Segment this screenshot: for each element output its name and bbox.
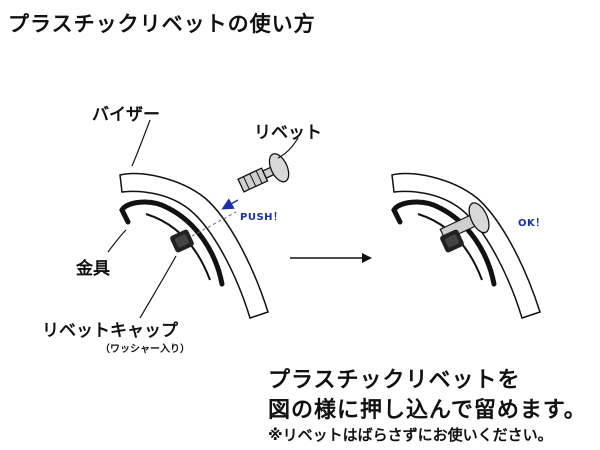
- bracket-leader: [107, 229, 127, 253]
- rivet-cap-leader: [139, 255, 177, 319]
- diagram-before: [107, 119, 299, 319]
- rivet-cap-note: （ワッシャー入り）: [100, 344, 190, 355]
- progress-arrow: [290, 253, 372, 263]
- rivet-cap-after: [440, 229, 464, 253]
- visor-leader: [131, 119, 151, 167]
- visor-shape: [119, 172, 269, 319]
- instruction-note: ※リベットはばらさずにお使いください。: [268, 426, 553, 444]
- instruction-line-2: 図の様に押し込んで留めます。: [268, 398, 587, 423]
- ok-label: OK！: [518, 218, 546, 229]
- visor-shape-after: [391, 172, 541, 319]
- rivet-shape: [237, 153, 290, 193]
- hole-guide: [191, 211, 237, 237]
- bracket-label: 金具: [76, 259, 110, 279]
- visor-label: バイザー: [92, 105, 160, 125]
- instruction-line-1: プラスチックリベットを: [268, 368, 521, 393]
- push-label: PUSH！: [240, 212, 284, 223]
- diagram-after: [391, 172, 541, 319]
- rivet-cap-shape: [170, 229, 194, 253]
- bracket-shape-after: [391, 199, 497, 287]
- rivet-leader: [277, 137, 299, 159]
- bracket-shape: [119, 199, 225, 287]
- rivet-label: リベット: [254, 123, 322, 143]
- rivet-cap-label: リベットキャップ: [42, 321, 178, 341]
- push-arrow: [221, 198, 239, 210]
- page-title: プラスチックリベットの使い方: [8, 12, 316, 36]
